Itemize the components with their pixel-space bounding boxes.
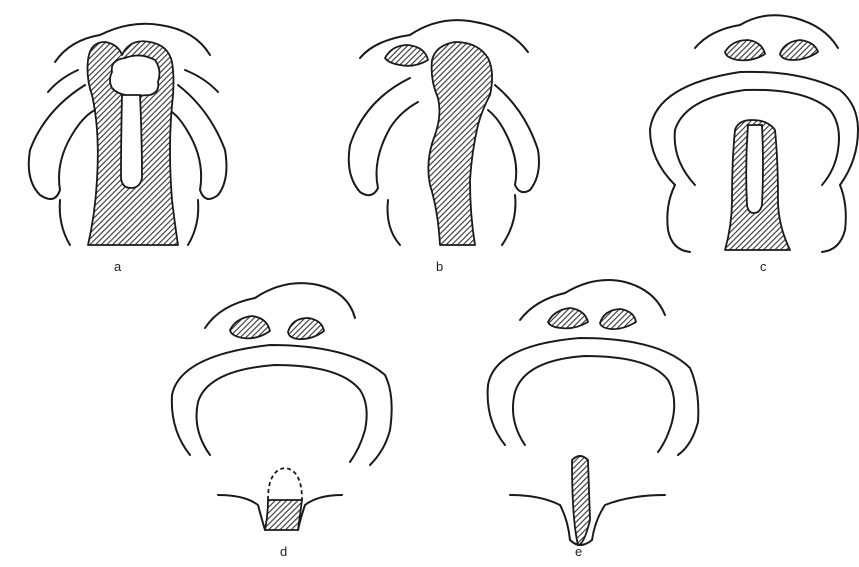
panel-d-cleft-outline (268, 468, 302, 500)
panel-a: a (29, 24, 227, 274)
panel-c: c (650, 15, 858, 274)
panel-e-inner-arch (513, 356, 674, 452)
panel-d: d (172, 283, 392, 559)
panel-e: e (488, 280, 699, 559)
panel-d-cleft (265, 500, 302, 530)
panel-c-right-nostril (780, 40, 818, 60)
panel-a-right-shelf (172, 85, 226, 199)
panel-d-right-nostril (288, 318, 324, 339)
panel-c-left-nostril (725, 40, 765, 60)
panel-a-label: a (114, 259, 122, 274)
panel-e-nose (520, 280, 665, 320)
panel-b-label: b (436, 259, 443, 274)
panel-d-nose (205, 283, 355, 328)
panel-c-label: c (760, 259, 767, 274)
panel-d-left-nostril (230, 316, 270, 338)
panel-e-label: e (575, 544, 582, 559)
panel-a-premaxilla (110, 55, 159, 96)
panel-e-cleft (572, 456, 590, 545)
panel-b-cleft (428, 42, 492, 245)
panel-a-vomer (121, 95, 142, 188)
panel-e-left-nostril (548, 308, 588, 328)
panel-a-left-shelf (29, 85, 95, 199)
panel-e-right-nostril (600, 309, 636, 329)
panel-c-nose (695, 15, 838, 48)
panel-d-label: d (280, 544, 287, 559)
panel-d-inner-arch (197, 365, 367, 462)
panel-b-left-nostril (385, 45, 428, 66)
panel-b: b (349, 20, 539, 274)
